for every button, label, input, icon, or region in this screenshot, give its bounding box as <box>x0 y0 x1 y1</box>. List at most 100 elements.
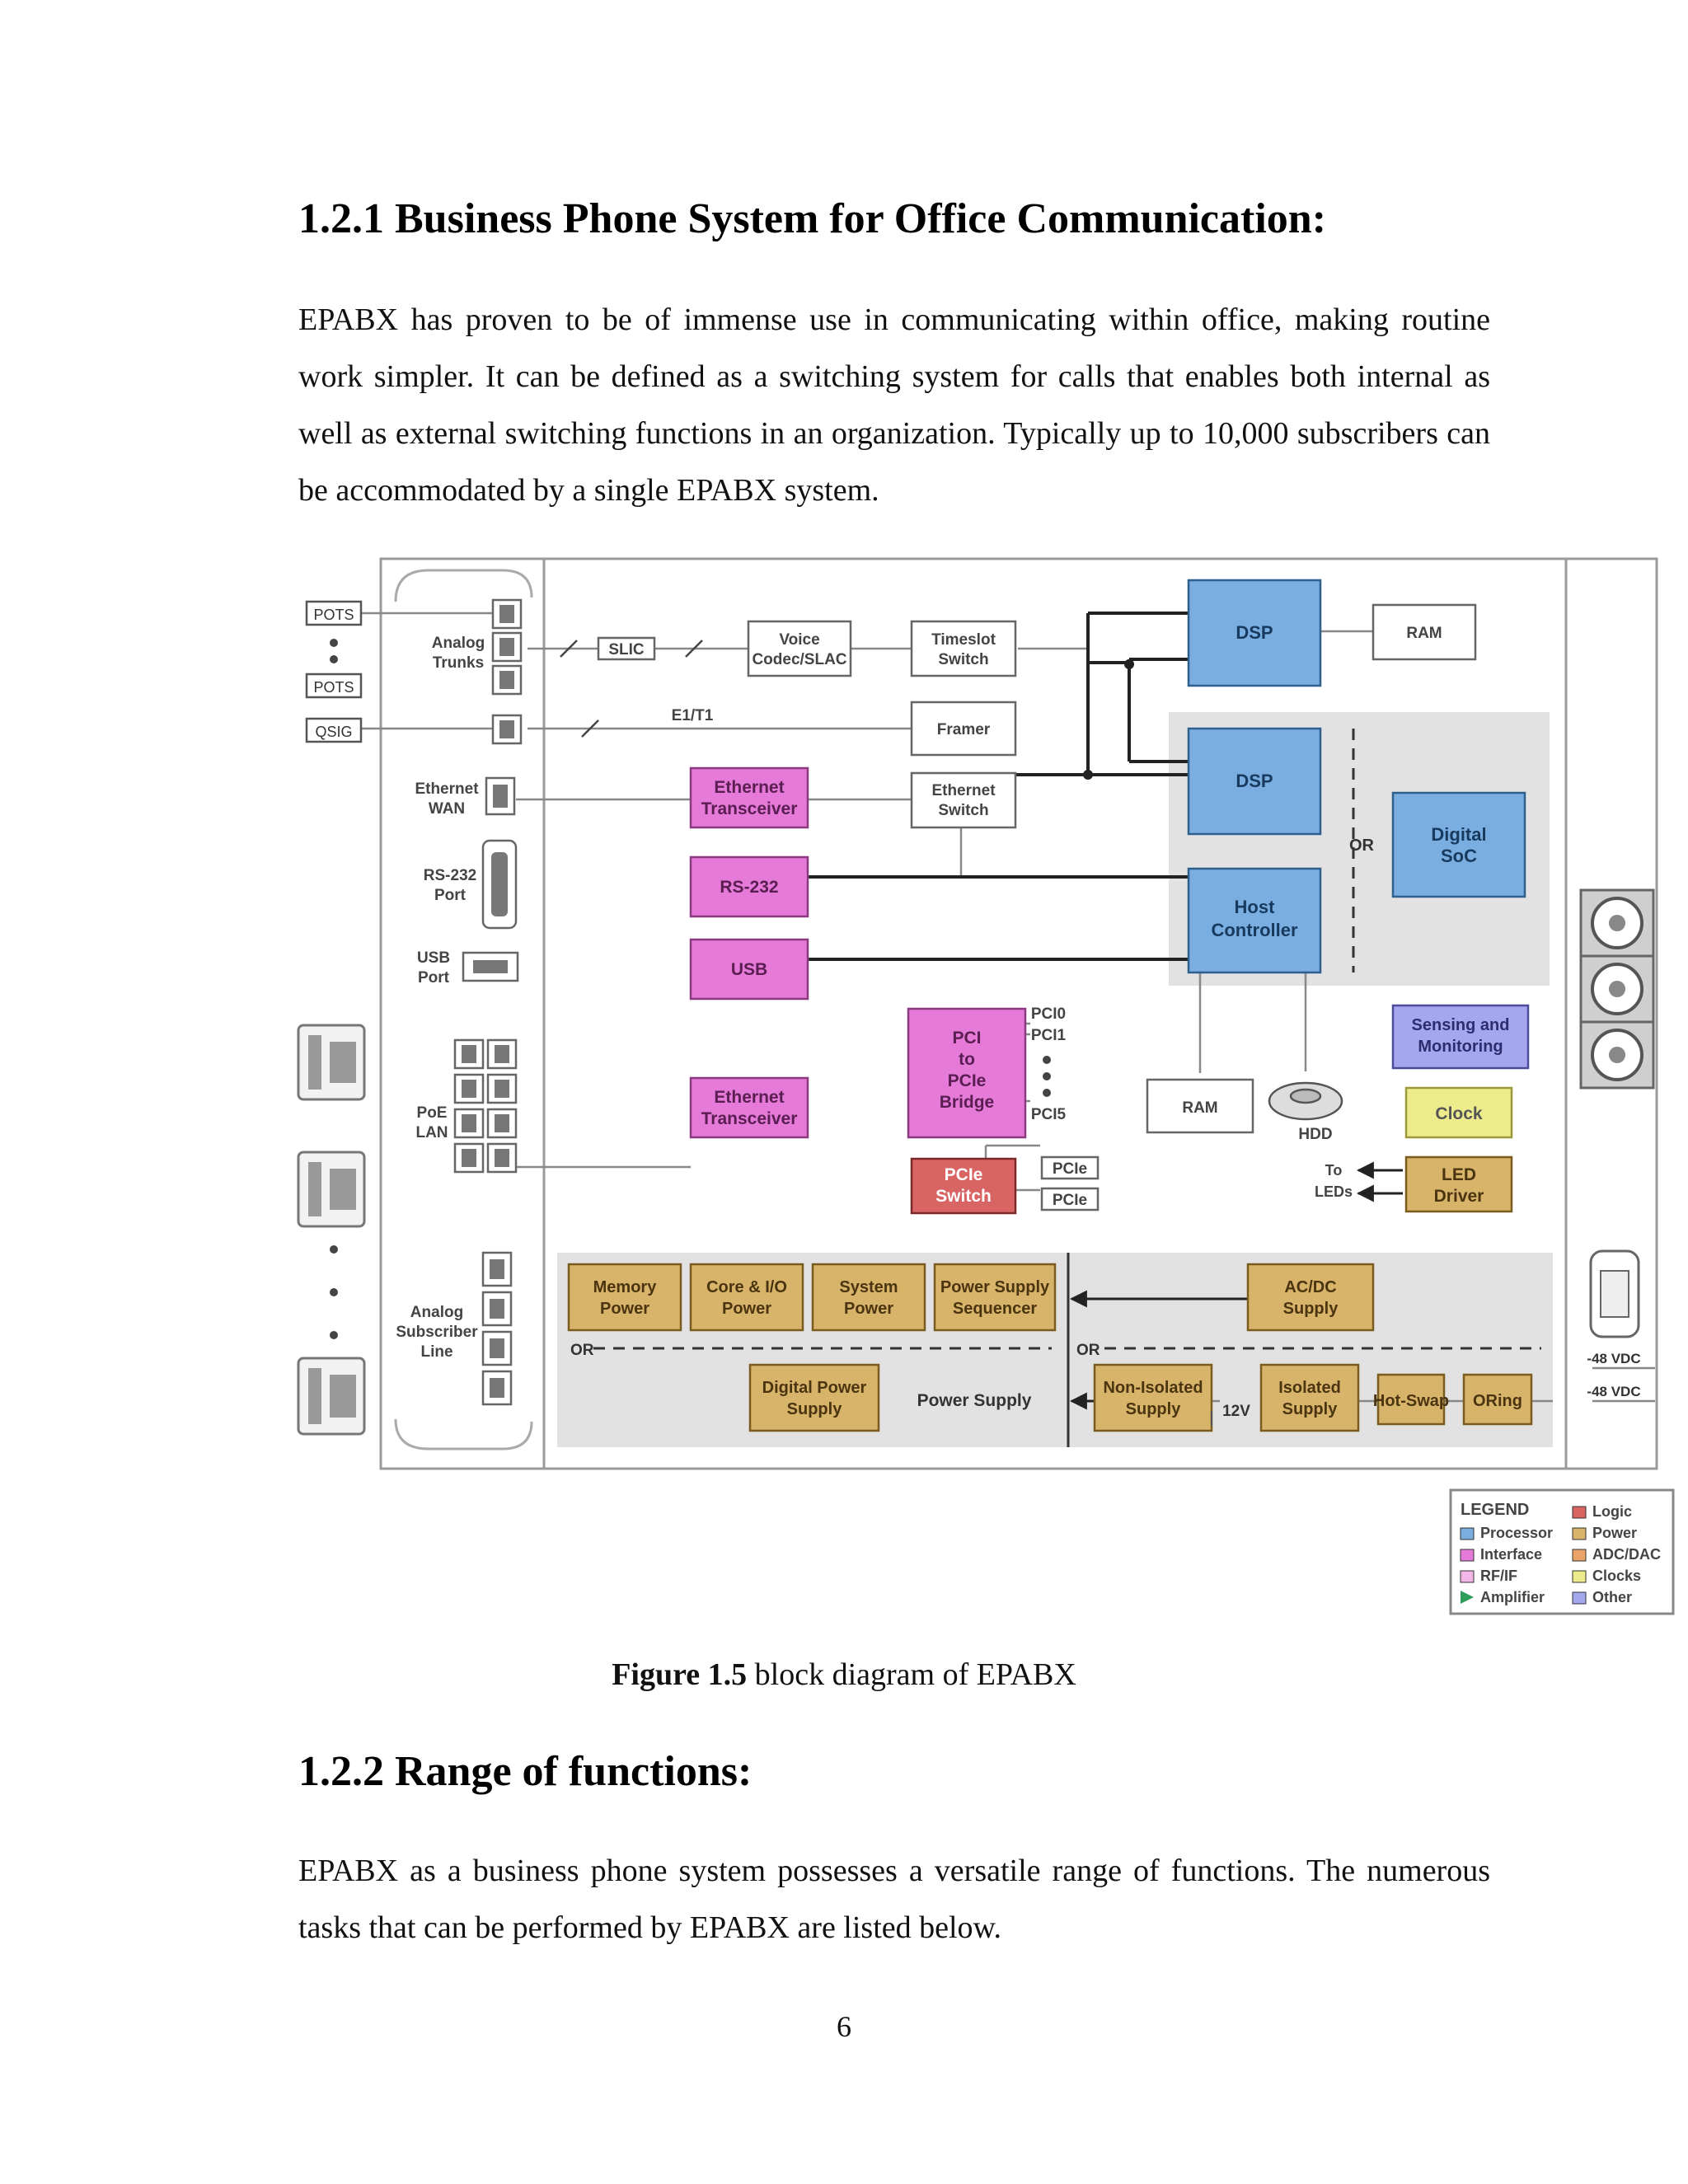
to-leds-label: To <box>1325 1162 1343 1179</box>
svg-text:Switch: Switch <box>935 1187 992 1206</box>
core-io-power-block: Core & I/O <box>706 1278 787 1296</box>
oring-block: ORing <box>1473 1392 1522 1410</box>
svg-text:Sequencer: Sequencer <box>953 1300 1037 1318</box>
svg-text:Supply: Supply <box>1283 1300 1339 1318</box>
isolated-supply-block: Isolated <box>1278 1379 1341 1397</box>
svg-text:Monitoring: Monitoring <box>1418 1038 1503 1056</box>
svg-text:Port: Port <box>418 969 450 987</box>
non-isolated-supply-block: Non-Isolated <box>1103 1379 1203 1397</box>
legend-item: Amplifier <box>1480 1589 1545 1605</box>
dsp-block-2: DSP <box>1236 771 1273 791</box>
legend-item: Other <box>1592 1589 1632 1605</box>
pcie-switch-block: PCIe <box>945 1165 983 1184</box>
led-driver-block: LED <box>1442 1165 1476 1184</box>
ethernet-wan-label: Ethernet <box>415 780 479 798</box>
svg-text:Controller: Controller <box>1211 920 1298 940</box>
svg-text:Power: Power <box>844 1300 893 1318</box>
svg-text:SoC: SoC <box>1441 846 1477 866</box>
svg-text:Bridge: Bridge <box>940 1093 995 1112</box>
pci5-label: PCI5 <box>1031 1106 1067 1123</box>
acdc-supply-block: AC/DC <box>1284 1278 1336 1296</box>
legend-item: Interface <box>1480 1546 1542 1563</box>
legend-item: Power <box>1592 1525 1637 1541</box>
hot-swap-block: Hot-Swap <box>1373 1392 1449 1410</box>
or-right-label: OR <box>1076 1342 1100 1359</box>
legend-item: Logic <box>1592 1503 1632 1520</box>
svg-text:Supply: Supply <box>1126 1400 1182 1418</box>
legend-item: Processor <box>1480 1525 1553 1541</box>
svg-text:Subscriber: Subscriber <box>396 1324 478 1341</box>
framer-label: Framer <box>937 721 991 738</box>
figure-caption-text: block diagram of EPABX <box>747 1657 1076 1692</box>
ethernet-switch-label: Ethernet <box>931 782 996 799</box>
pcie-label-a: PCIe <box>1053 1160 1087 1178</box>
voice-codec-label: Voice <box>779 631 819 649</box>
usb-block: USB <box>731 960 767 979</box>
hdd-label: HDD <box>1298 1126 1332 1143</box>
section-paragraph-1: EPABX has proven to be of immense use in… <box>298 302 1490 508</box>
qsig-label: QSIG <box>315 724 352 740</box>
svg-text:Driver: Driver <box>1434 1187 1484 1206</box>
usb-port-label: USB <box>417 949 450 967</box>
pots-label-2: POTS <box>313 679 354 696</box>
hdd-icon <box>1268 1081 1343 1121</box>
vdc-label-2: -48 VDC <box>1587 1384 1640 1399</box>
pci-bridge-block: PCI <box>952 1029 981 1047</box>
svg-text:Supply: Supply <box>787 1400 843 1418</box>
ram-top-label: RAM <box>1406 625 1442 642</box>
clock-block: Clock <box>1435 1104 1483 1123</box>
rs232-port-label: RS-232 <box>424 867 476 884</box>
ethernet-transceiver-1: Ethernet <box>714 778 784 797</box>
svg-text:Switch: Switch <box>938 651 988 668</box>
section-paragraph-2: EPABX as a business phone system possess… <box>298 1854 1490 1945</box>
12v-label: 12V <box>1222 1403 1250 1420</box>
svg-text:Trunks: Trunks <box>433 654 484 672</box>
memory-power-block: Memory <box>593 1278 658 1296</box>
e1t1-label: E1/T1 <box>672 707 714 724</box>
digital-power-supply-block: Digital Power <box>762 1379 867 1397</box>
legend-title: LEGEND <box>1461 1501 1529 1519</box>
slic-label: SLIC <box>608 641 645 658</box>
or-left-label: OR <box>570 1342 594 1359</box>
svg-text:to: to <box>959 1050 975 1069</box>
page-number: 6 <box>837 2010 851 2043</box>
dsp-block-1: DSP <box>1236 622 1273 643</box>
host-controller-block: Host <box>1235 897 1276 917</box>
pcie-label-b: PCIe <box>1053 1192 1087 1209</box>
poe-lan-label: PoE <box>417 1104 448 1122</box>
analog-subscriber-label: Analog <box>410 1304 463 1321</box>
svg-text:Switch: Switch <box>938 802 988 819</box>
analog-trunks-label: Analog <box>432 635 485 652</box>
figure-caption-number: Figure 1.5 <box>612 1657 748 1692</box>
pots-label-1: POTS <box>313 607 354 623</box>
power-supply-sequencer-block: Power Supply <box>940 1278 1050 1296</box>
pci0-label: PCI0 <box>1031 1005 1066 1023</box>
rs232-block: RS-232 <box>720 878 778 897</box>
ram-bottom-label: RAM <box>1182 1099 1217 1117</box>
legend-item: RF/IF <box>1480 1568 1517 1584</box>
timeslot-switch-label: Timeslot <box>931 631 996 649</box>
svg-text:LEDs: LEDs <box>1315 1183 1353 1200</box>
svg-text:LAN: LAN <box>415 1124 448 1141</box>
svg-text:Transceiver: Transceiver <box>701 799 798 818</box>
svg-text:WAN: WAN <box>429 800 465 818</box>
svg-text:Transceiver: Transceiver <box>701 1109 798 1128</box>
legend-item: ADC/DAC <box>1592 1546 1661 1563</box>
svg-text:Codec/SLAC: Codec/SLAC <box>752 651 846 668</box>
legend-item: Clocks <box>1592 1568 1641 1584</box>
section-heading-1: 1.2.1 Business Phone System for Office C… <box>298 195 1327 242</box>
or-label: OR <box>1349 837 1375 855</box>
epabx-block-diagram: POTS POTS QSIG Analog Trunks Ethernet WA… <box>297 557 1675 1615</box>
svg-text:Power: Power <box>600 1300 649 1318</box>
sensing-monitoring-block: Sensing and <box>1412 1016 1510 1034</box>
power-supply-label: Power Supply <box>917 1391 1032 1410</box>
svg-text:Line: Line <box>420 1343 452 1361</box>
legend: LEGEND Processor Interface RF/IF Amplifi… <box>1449 1488 1675 1615</box>
system-power-block: System <box>839 1278 898 1296</box>
digital-soc-block: Digital <box>1431 824 1486 845</box>
pci1-label: PCI1 <box>1031 1027 1067 1044</box>
section-heading-2: 1.2.2 Range of functions: <box>298 1748 753 1795</box>
svg-text:PCIe: PCIe <box>948 1071 987 1090</box>
svg-text:Power: Power <box>722 1300 771 1318</box>
svg-text:Port: Port <box>434 887 467 904</box>
